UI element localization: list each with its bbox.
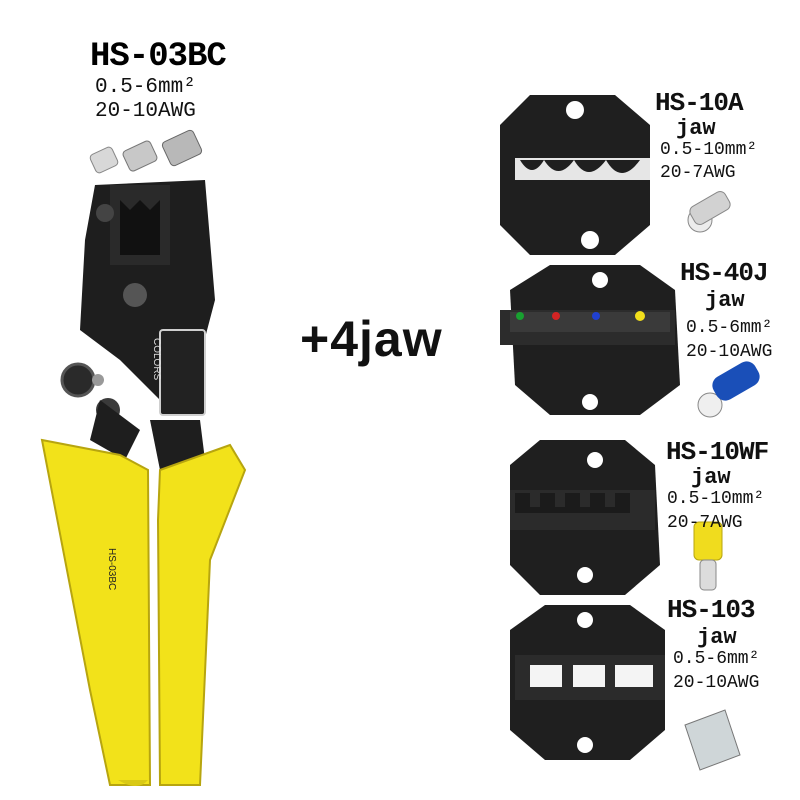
jaw-1-range: 0.5-10mm²	[660, 140, 758, 160]
jaw-3-model: HS-10WF	[666, 437, 769, 467]
jaw-die-hs-103	[510, 605, 741, 771]
jaw-1-word: jaw	[676, 116, 716, 141]
main-tool-model: HS-03BC	[90, 38, 227, 76]
main-tool-awg: 20-10AWG	[95, 100, 196, 123]
jaw-3-word: jaw	[691, 465, 731, 490]
jaw-2-model: HS-40J	[680, 258, 769, 288]
jaw-1-awg: 20-7AWG	[660, 163, 736, 183]
jaw-4-awg: 20-10AWG	[673, 673, 760, 693]
jaw-die-hs-40j	[500, 265, 760, 418]
jaw-4-model: HS-103	[667, 595, 756, 625]
plus-jaw-label: +4jaw	[300, 311, 443, 367]
handle-model-text: HS-03BC	[106, 548, 117, 591]
jaw-1-model: HS-10A	[655, 88, 744, 118]
brand-text: COLORS	[151, 338, 162, 381]
crimping-tool	[40, 180, 247, 786]
jaw-4-range: 0.5-6mm²	[673, 649, 760, 669]
jaw-2-word: jaw	[705, 288, 745, 313]
spring-terminals	[89, 129, 203, 174]
jaw-die-hs-10wf	[510, 440, 723, 595]
jaw-3-range: 0.5-10mm²	[667, 489, 765, 509]
main-tool-range: 0.5-6mm²	[95, 76, 196, 99]
jaw-2-range: 0.5-6mm²	[686, 318, 773, 338]
jaw-4-word: jaw	[697, 625, 737, 650]
jaw-2-awg: 20-10AWG	[686, 342, 773, 362]
jaw-3-awg: 20-7AWG	[667, 513, 743, 533]
jaw-die-hs-10a	[500, 95, 731, 255]
